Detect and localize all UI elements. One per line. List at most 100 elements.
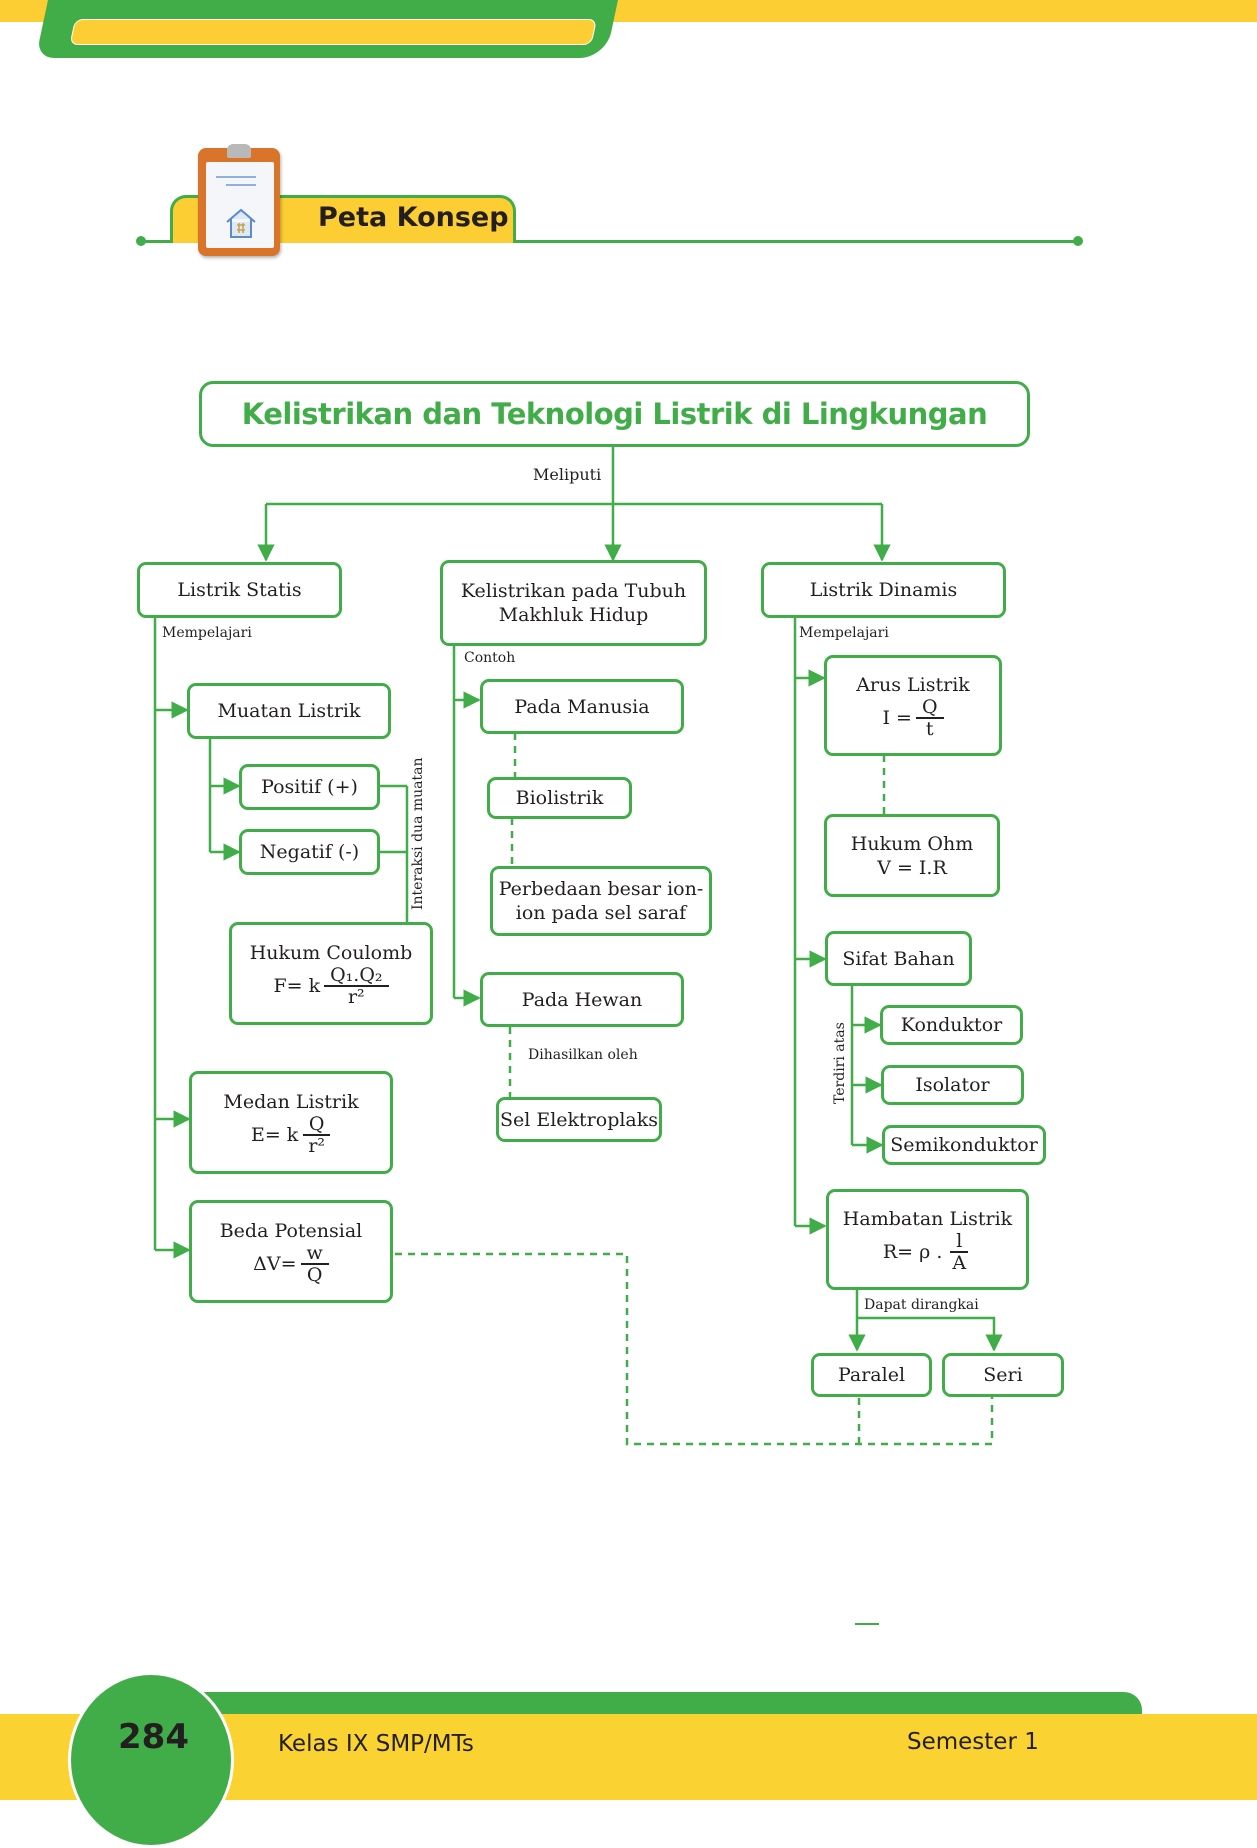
numerator: Q [915, 697, 944, 719]
rangkai-link-label: Dapat dirangkai [864, 1297, 979, 1313]
formula-lhs: F= k [273, 974, 321, 997]
rule-dot-right [1073, 236, 1083, 246]
stray-mark [855, 1623, 879, 1625]
node-label: Seri [983, 1364, 1023, 1386]
fraction: w Q [300, 1243, 329, 1286]
node-label: Sifat Bahan [842, 947, 955, 970]
scribble [226, 184, 256, 186]
hambatan-formula: R= ρ . l A [883, 1231, 972, 1273]
node-label: Konduktor [900, 1014, 1003, 1036]
denominator: r² [347, 985, 365, 1008]
page-number-badge [68, 1672, 234, 1848]
numerator: Q₁.Q₂ [324, 965, 389, 987]
root-title: Kelistrikan dan Teknologi Listrik di Lin… [241, 397, 988, 431]
node-label: Muatan Listrik [217, 700, 361, 722]
node-hambatan-listrik: Hambatan Listrik R= ρ . l A [826, 1189, 1029, 1290]
node-biolistrik: Biolistrik [487, 777, 632, 819]
node-label: Medan Listrik [223, 1090, 359, 1113]
node-sifat-bahan: Sifat Bahan [825, 931, 972, 986]
formula-lhs: E= k [250, 1123, 299, 1146]
numerator: w [300, 1243, 329, 1265]
node-seri: Seri [942, 1353, 1064, 1397]
denominator: r² [308, 1134, 326, 1157]
node-semikonduktor: Semikonduktor [882, 1125, 1046, 1165]
node-label: Biolistrik [515, 787, 604, 809]
connector-lines [153, 447, 1003, 1446]
node-label-line2: ion pada sel saraf [515, 902, 687, 924]
node-label: Hukum Coulomb [249, 941, 413, 964]
numerator: Q [302, 1114, 331, 1136]
house-icon [226, 208, 256, 238]
node-pada-hewan: Pada Hewan [480, 972, 684, 1027]
node-hukum-ohm: Hukum Ohm V = I.R [824, 814, 1000, 897]
hewan-link-label: Dihasilkan oleh [528, 1047, 638, 1063]
header-rule [140, 240, 1078, 243]
node-label: Semikonduktor [890, 1134, 1038, 1156]
numerator: l [950, 1231, 969, 1253]
section-title: Peta Konsep [318, 202, 509, 233]
node-label: Beda Potensial [219, 1219, 363, 1242]
node-medan-listrik: Medan Listrik E= k Q r² [189, 1071, 393, 1174]
node-kelistrikan-tubuh: Kelistrikan pada Tubuh Makhluk Hidup [440, 560, 707, 646]
node-label: Paralel [837, 1364, 906, 1386]
denominator: A [952, 1251, 967, 1274]
node-pada-manusia: Pada Manusia [480, 679, 684, 734]
node-listrik-dinamis: Listrik Dinamis [761, 562, 1006, 618]
arrow-to-seri [857, 1316, 1003, 1352]
root-connector [266, 447, 882, 506]
statis-link-label: Mempelajari [162, 625, 252, 641]
node-label: Pada Hewan [521, 988, 643, 1011]
formula-lhs: ΔV= [253, 1252, 297, 1275]
node-label: Hambatan Listrik [842, 1207, 1013, 1230]
root-link-label: Meliputi [533, 465, 602, 484]
coulomb-formula: F= k Q₁.Q₂ r² [273, 965, 389, 1008]
footer-book: Kelas IX SMP/MTs [278, 1731, 474, 1757]
denominator: Q [306, 1263, 323, 1286]
node-label: Arus Listrik [856, 673, 970, 696]
dash-beda-to-rangkaian [395, 1252, 994, 1446]
node-label: Sel Elektroplaks [499, 1108, 659, 1131]
footer-semester: Semester 1 [907, 1729, 1039, 1755]
node-negatif: Negatif (-) [239, 829, 380, 875]
clipboard-paper [206, 162, 274, 248]
node-label: Negatif (-) [259, 841, 360, 863]
root-concept: Kelistrikan dan Teknologi Listrik di Lin… [199, 381, 1030, 447]
node-label-line1: Perbedaan besar ion- [498, 878, 704, 900]
node-positif: Positif (+) [239, 764, 380, 810]
formula-lhs: R= ρ . [882, 1240, 943, 1263]
clipboard-icon [198, 144, 280, 256]
node-konduktor: Konduktor [880, 1005, 1023, 1045]
node-label-line1: Kelistrikan pada Tubuh [460, 580, 687, 602]
scribble [216, 176, 256, 178]
rule-dot-left [136, 236, 146, 246]
interaksi-bracket [379, 784, 409, 922]
node-beda-potensial: Beda Potensial ΔV= w Q [189, 1200, 393, 1303]
tubuh-link-label: Contoh [464, 650, 516, 666]
beda-formula: ΔV= w Q [253, 1243, 329, 1285]
node-label-line2: Makhluk Hidup [498, 604, 649, 626]
node-label: Isolator [915, 1074, 990, 1096]
node-label: Positif (+) [261, 776, 358, 798]
node-hukum-coulomb: Hukum Coulomb F= k Q₁.Q₂ r² [229, 922, 433, 1025]
fraction: Q t [915, 697, 944, 739]
medan-formula: E= k Q r² [251, 1114, 331, 1156]
clipboard-clip [227, 144, 251, 158]
interaksi-label: Interaksi dua muatan [410, 757, 426, 911]
node-perbedaan-ion: Perbedaan besar ion- ion pada sel saraf [490, 866, 712, 936]
node-label: Listrik Dinamis [809, 579, 958, 601]
dinamis-link-label: Mempelajari [799, 625, 889, 641]
page-number: 284 [118, 1717, 189, 1757]
fraction: Q₁.Q₂ r² [324, 965, 389, 1008]
sifat-link-label: Terdiri atas [832, 1022, 848, 1104]
node-sel-elektroplaks: Sel Elektroplaks [496, 1097, 662, 1142]
node-label: Listrik Statis [177, 579, 302, 601]
arus-formula: I = Q t [882, 697, 944, 739]
node-isolator: Isolator [881, 1065, 1024, 1105]
fraction: Q r² [302, 1114, 331, 1156]
node-label: Hukum Ohm [850, 832, 974, 855]
node-listrik-statis: Listrik Statis [137, 562, 342, 618]
node-arus-listrik: Arus Listrik I = Q t [824, 655, 1002, 756]
formula-lhs: I = [882, 706, 912, 729]
node-paralel: Paralel [811, 1353, 932, 1397]
ohm-formula: V = I.R [877, 856, 947, 879]
